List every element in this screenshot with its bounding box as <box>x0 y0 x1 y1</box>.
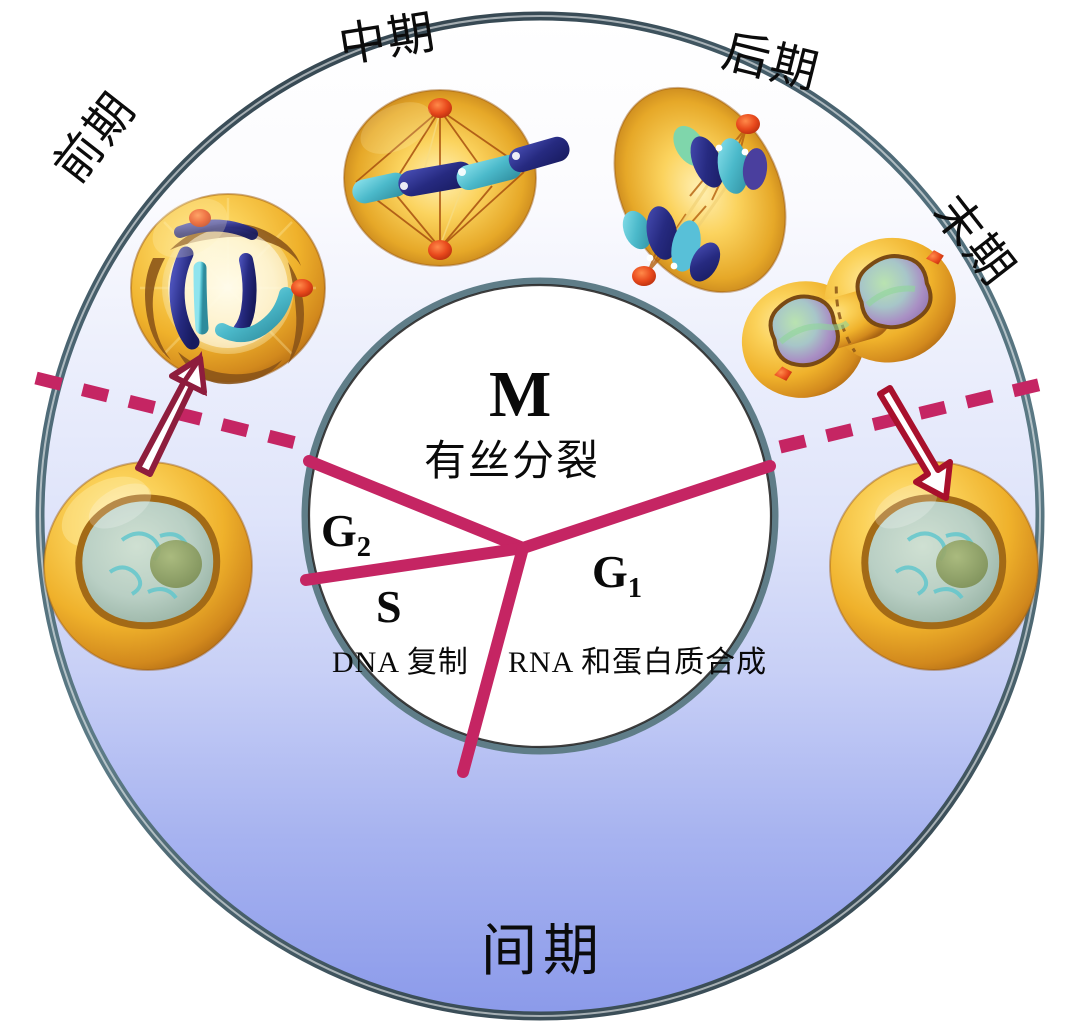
right-arrow-down <box>877 385 953 501</box>
divider-m-g1 <box>517 460 776 554</box>
phase-g1-base: G <box>592 546 628 597</box>
nucleus <box>861 494 1007 630</box>
phase-g2-subscript: 2 <box>356 532 372 564</box>
chromosome-blue-2 <box>233 253 257 337</box>
centrosome-bottom <box>428 240 452 260</box>
phase-g1-letter: G1 <box>592 545 642 605</box>
left-arrow-up <box>135 350 208 477</box>
inner-circle-mitosis-wheel <box>301 277 779 755</box>
centrosome-top <box>428 98 452 118</box>
phase-m-letter: M <box>489 358 553 431</box>
phase-g2-base: G <box>321 505 357 556</box>
metaphase-plate <box>352 136 570 204</box>
cell-prophase <box>130 193 326 385</box>
phase-m-description: 有丝分裂 <box>424 439 601 485</box>
chromosome-teal-2 <box>215 287 293 343</box>
phase-s-letter: S <box>376 581 402 632</box>
phase-s-description: DNA 复制 <box>332 646 469 679</box>
centrosome <box>291 279 313 297</box>
cell-anaphase <box>613 86 787 294</box>
chromosome-teal-1 <box>193 261 209 335</box>
cell-interphase-left <box>43 461 253 671</box>
phase-g1-description: RNA 和蛋白质合成 <box>508 646 768 679</box>
cell-telophase <box>741 237 956 398</box>
chromosome-blue-1 <box>169 246 200 350</box>
centrosome <box>736 114 760 134</box>
centrosome <box>632 266 656 286</box>
nucleus <box>75 494 221 630</box>
nucleolus <box>936 540 988 588</box>
chromatids-upper <box>673 125 768 194</box>
chromatids-lower <box>622 206 721 282</box>
phase-g2-letter: G2 <box>321 504 371 564</box>
divider-g2-s <box>300 542 529 586</box>
cleavage-furrow <box>834 286 857 353</box>
divider-s-g1 <box>457 542 529 778</box>
cycle-phase-dividers <box>300 455 776 778</box>
cell-interphase-right <box>829 461 1039 671</box>
nucleolus <box>150 540 202 588</box>
centrosome <box>189 209 211 227</box>
divider-g2-m <box>303 455 529 554</box>
phase-label-interphase: 间期 <box>481 921 605 983</box>
phase-g1-subscript: 1 <box>627 573 643 605</box>
cell-metaphase <box>343 89 570 267</box>
